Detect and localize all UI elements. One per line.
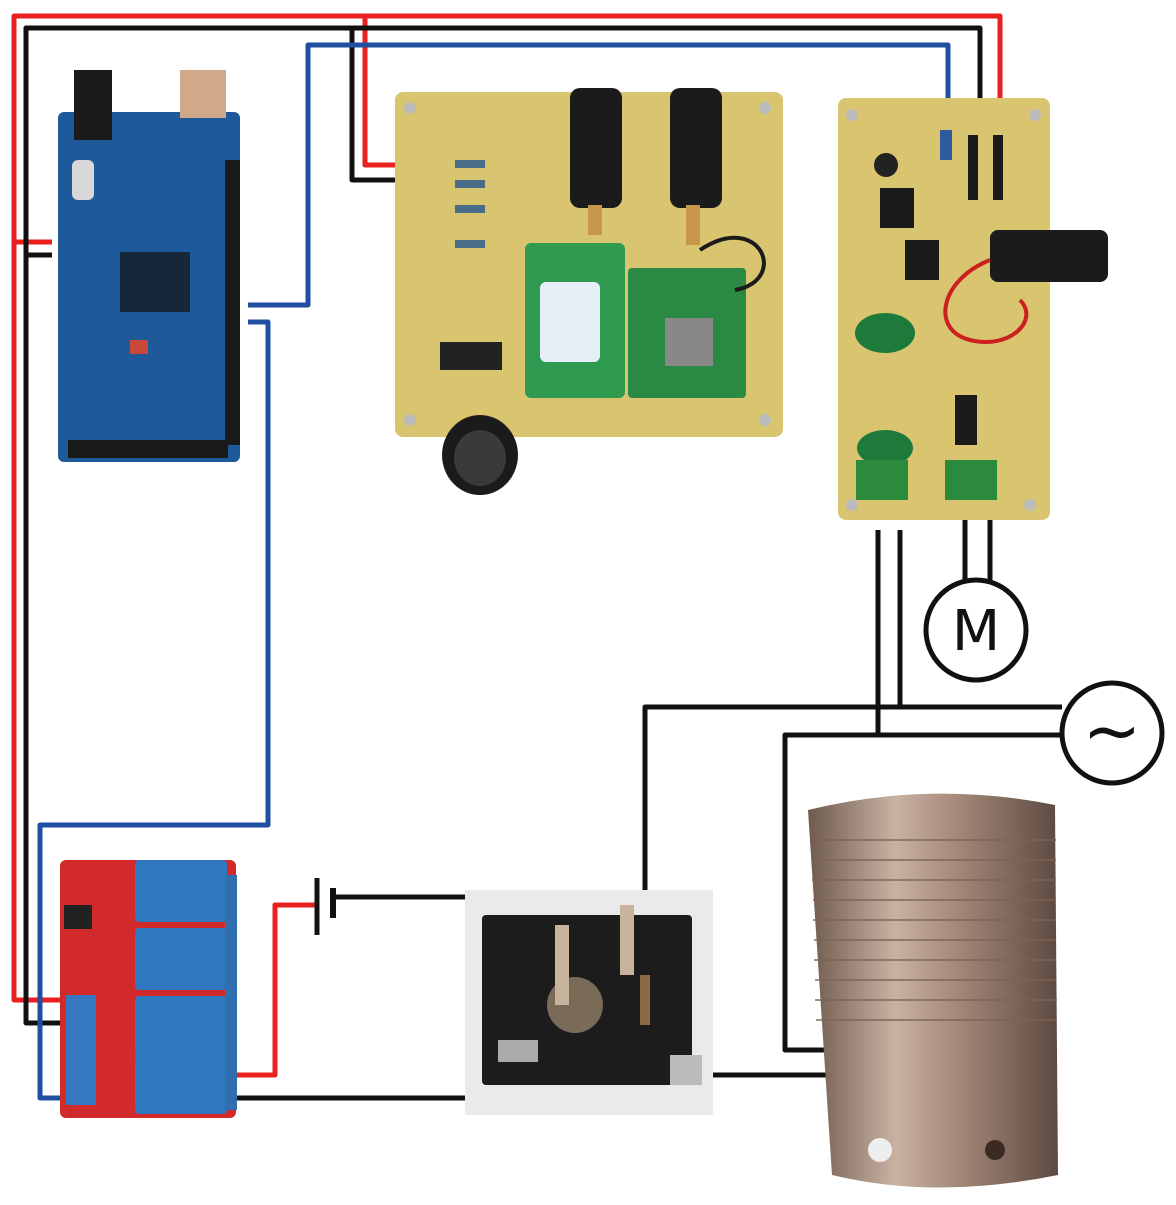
arduino-board	[52, 68, 248, 468]
usb-port-icon	[180, 70, 226, 118]
terminal-block-icon	[66, 995, 96, 1105]
antenna-icon-2	[670, 88, 722, 208]
motor-symbol: M	[923, 577, 1029, 683]
ac-source-label: ~	[1083, 690, 1142, 772]
terminal-block-icon-2	[945, 460, 997, 500]
ac-source-symbol: ~	[1059, 680, 1165, 786]
red-wire-top	[11, 13, 1003, 245]
power-jack-icon	[74, 70, 112, 140]
black-wire-switch-ac	[642, 704, 1062, 910]
antenna-icon	[570, 88, 622, 208]
blue-wire-relay	[37, 319, 271, 1101]
rf-board	[395, 88, 783, 495]
metal-tank	[808, 793, 1058, 1188]
driver-board	[838, 98, 1108, 520]
black-wire-top	[23, 25, 983, 258]
relay-module	[60, 860, 237, 1118]
header-pins-icon	[225, 160, 240, 445]
blue-wire-top	[240, 42, 951, 308]
switch-unit	[465, 890, 713, 1115]
black-wire-left-relay	[23, 255, 75, 1026]
wires	[11, 13, 1062, 1101]
microchip-icon	[120, 252, 190, 312]
black-wire-ac-tank	[782, 732, 1062, 1053]
battery-symbol	[314, 878, 336, 935]
connector-plug-icon	[990, 230, 1108, 282]
terminal-block-icon	[856, 460, 908, 500]
motor-label: M	[952, 599, 1000, 664]
red-wire-battery	[232, 902, 315, 1078]
red-wire-left-relay	[11, 242, 75, 1003]
